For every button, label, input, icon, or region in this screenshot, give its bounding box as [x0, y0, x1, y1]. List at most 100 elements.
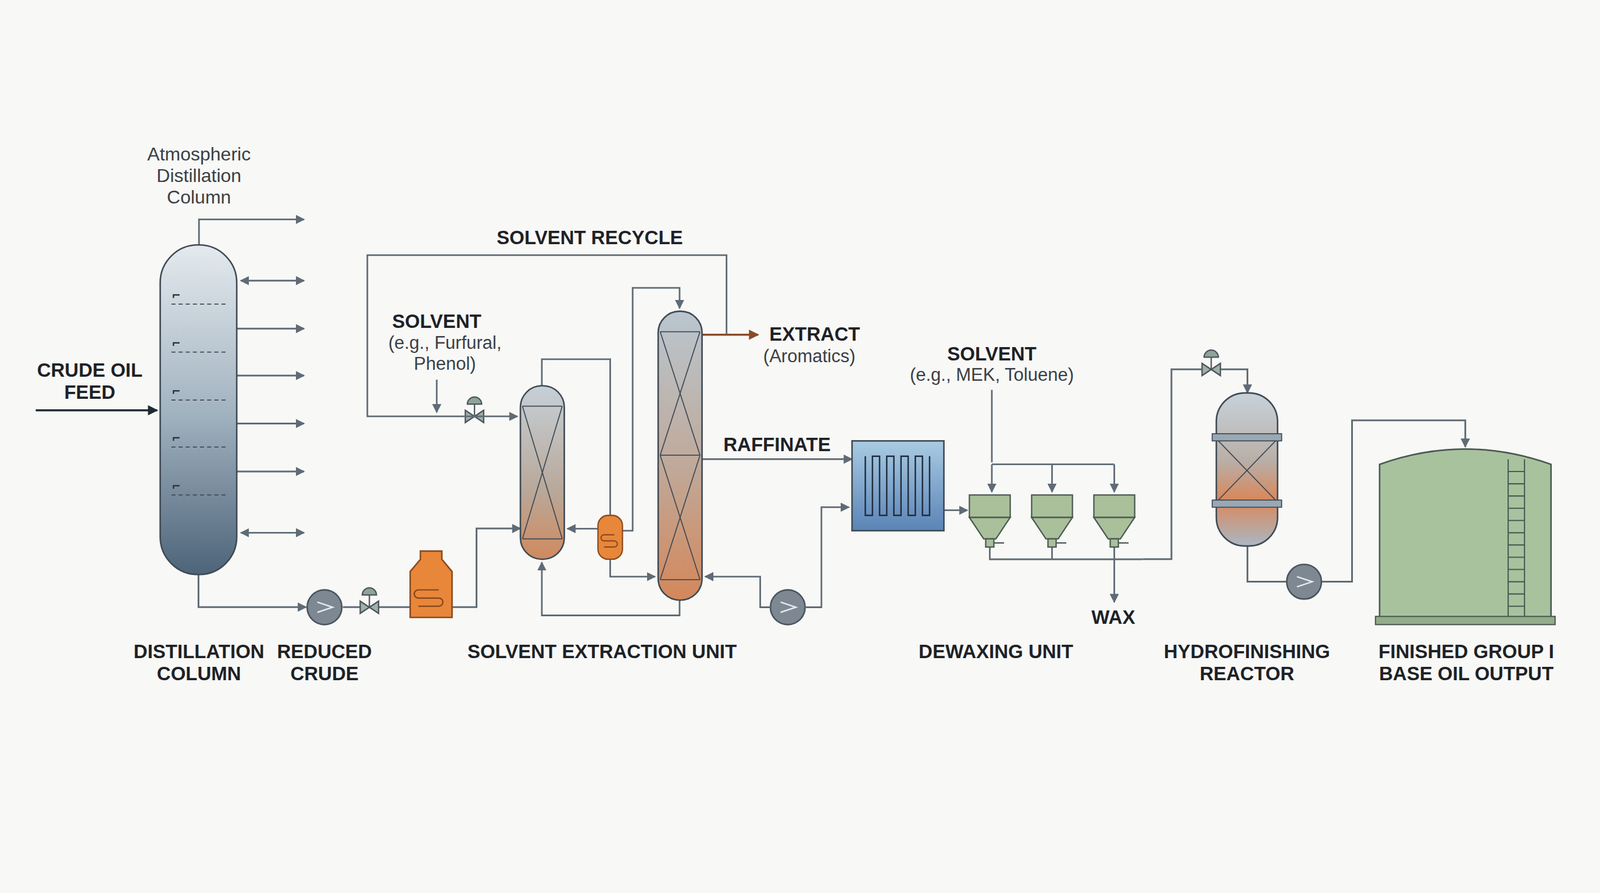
reactor-vessel	[1212, 433, 1282, 441]
side-draw-pipes	[236, 327, 305, 330]
wax-filter	[1056, 542, 1067, 544]
extraction-piping	[567, 527, 599, 530]
storage-tank-shape	[1508, 459, 1525, 617]
extraction-column	[520, 386, 564, 560]
side-draw-pipes	[236, 375, 305, 377]
dewaxing-piping	[943, 390, 1143, 603]
chiller-exchanger	[852, 440, 945, 531]
pump-symbol	[1297, 576, 1313, 588]
wax-filter	[1047, 538, 1056, 548]
process-line	[198, 574, 306, 607]
solvent-note: (e.g., MEK, Toluene)	[909, 364, 1074, 386]
distillation-column-shape	[160, 244, 238, 575]
dewaxing-unit: DEWAXING UNIT	[852, 440, 1144, 560]
extraction-piping	[436, 379, 438, 413]
extraction-piping	[367, 255, 849, 616]
extraction-piping	[705, 576, 771, 608]
pump-symbol	[780, 602, 796, 613]
storage-tank: FINISHED GROUP I BASE OIL OUTPUT	[1379, 447, 1552, 623]
pump-symbol	[306, 590, 342, 625]
pump-symbol	[770, 590, 806, 625]
wax-filter	[969, 494, 1135, 548]
solvent-label: SOLVENT	[947, 343, 1037, 366]
extract-arrow	[702, 333, 759, 337]
stream-label: WAX	[1091, 606, 1135, 629]
distillation-column-shape	[171, 304, 229, 495]
dewaxing-piping	[991, 390, 994, 463]
wax-filter	[1110, 538, 1119, 548]
extraction-piping	[610, 559, 656, 577]
side-draw-pipes	[236, 470, 305, 473]
side-draw-pipes	[240, 279, 305, 282]
extraction-column	[658, 311, 702, 600]
wax-filter	[969, 494, 1010, 518]
valve-symbol	[362, 587, 377, 595]
stream-label: SOLVENT RECYCLE	[494, 226, 685, 249]
valve-symbol	[1210, 356, 1212, 370]
pump-symbol	[306, 564, 1322, 625]
reactor-vessel	[1212, 500, 1282, 507]
hydrofinishing-reactor: HYDROFINISHING REACTOR	[1214, 393, 1281, 546]
wax-filter	[985, 538, 994, 548]
pump-symbol	[317, 602, 333, 613]
storage-tank-shape	[1375, 448, 1556, 625]
stream-label: EXTRACT	[769, 323, 860, 346]
unit-label: DISTILLATION COLUMN	[133, 640, 265, 685]
reactor-vessel	[1218, 440, 1276, 500]
distillation-column-shape	[173, 294, 180, 489]
wax-filter	[1118, 542, 1130, 544]
dewaxing-piping	[991, 464, 994, 492]
unit-label: SOLVENT EXTRACTION UNIT	[467, 640, 737, 663]
unit-label: DEWAXING UNIT	[918, 640, 1074, 663]
reactor-vessel	[1212, 393, 1282, 546]
chiller-exchanger	[865, 456, 930, 516]
unit-caption: Atmospheric Distillation Column	[147, 143, 251, 208]
crude-feed-arrow	[35, 409, 157, 412]
pump-symbol	[1286, 564, 1322, 600]
valve-symbol	[360, 350, 1221, 614]
unit-label: FINISHED GROUP I BASE OIL OUTPUT	[1364, 640, 1569, 685]
dewaxing-piping	[1051, 464, 1053, 492]
dewaxing-piping	[991, 463, 1115, 466]
wax-filter	[1031, 494, 1073, 518]
wax-filter	[993, 542, 1005, 544]
feed-label: CRUDE OIL FEED	[31, 359, 148, 404]
valve-symbol	[368, 594, 370, 607]
stream-label: RAFFINATE	[720, 433, 834, 456]
fired-heater	[414, 590, 444, 607]
side-draw-pipes	[198, 219, 305, 245]
valve-symbol	[360, 601, 380, 614]
storage-tank-shape	[1375, 616, 1556, 625]
extraction-column	[522, 406, 563, 539]
dewaxing-piping	[1113, 464, 1116, 492]
side-draw-pipes	[236, 422, 305, 425]
dewaxing-piping	[1113, 559, 1116, 603]
dewaxing-piping	[989, 547, 1143, 560]
extract-arrow	[702, 334, 759, 336]
wax-filter	[1093, 517, 1135, 539]
reactor-vessel	[1216, 393, 1278, 546]
distillation-column: Atmospheric Distillation ColumnDISTILLAT…	[160, 244, 238, 575]
unit-label: REDUCED CRUDE	[277, 640, 373, 685]
extraction-column	[520, 311, 702, 600]
wax-filter	[1031, 517, 1073, 539]
valve-symbol	[467, 397, 482, 405]
valve-symbol	[1202, 363, 1221, 376]
side-draw-pipes	[240, 531, 305, 534]
dewaxing-piping	[943, 509, 967, 512]
chiller-exchanger	[852, 440, 945, 531]
valve-symbol	[1204, 350, 1219, 357]
crude-feed-arrow	[35, 409, 157, 412]
pump-node: REDUCED CRUDE	[306, 588, 344, 626]
process-line	[702, 458, 853, 460]
solvent-note: (e.g., Furfural, Phenol)	[369, 332, 520, 374]
wax-filter	[1093, 494, 1135, 518]
extraction-column	[601, 534, 618, 548]
distillation-column-shape	[160, 244, 238, 575]
wax-filter	[969, 517, 1010, 539]
extraction-piping	[805, 506, 849, 607]
valve-symbol	[473, 404, 475, 417]
stream-note: (Aromatics)	[763, 345, 856, 367]
extraction-column	[597, 515, 623, 559]
